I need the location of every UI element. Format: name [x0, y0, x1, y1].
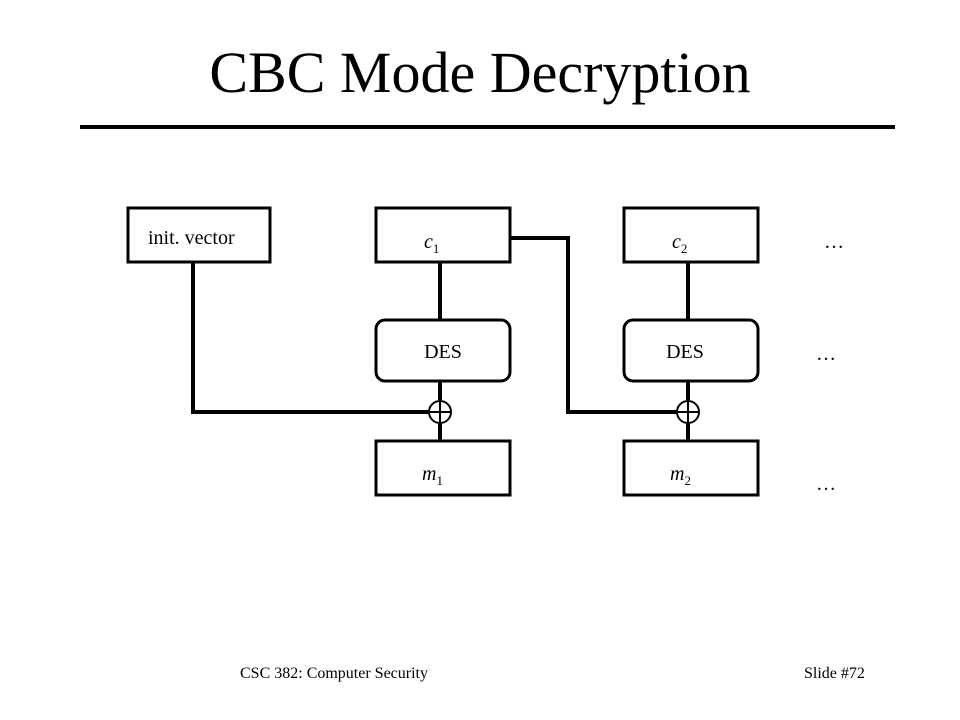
c1-box — [374, 206, 512, 264]
iv-box — [126, 206, 272, 264]
des2-label: DES — [666, 341, 704, 363]
c2-label: c2 — [672, 231, 687, 256]
iv-label: init. vector — [148, 227, 235, 249]
xor2-icon — [676, 400, 700, 424]
m1-label: m1 — [422, 463, 443, 488]
m2-box — [622, 439, 760, 497]
des1-label: DES — [424, 341, 462, 363]
c2-box — [622, 206, 760, 264]
title-divider — [80, 125, 895, 129]
slide-title: CBC Mode Decryption — [209, 40, 751, 105]
des2-box — [622, 318, 760, 383]
xor1-icon — [428, 400, 452, 424]
footer-course: CSC 382: Computer Security — [240, 665, 428, 682]
ellipsis-middle: … — [816, 343, 836, 365]
m1-box — [374, 439, 512, 497]
des1-box — [374, 318, 512, 383]
iv-to-xor1-line — [191, 262, 428, 414]
ellipsis-top: … — [824, 231, 844, 253]
m2-label: m2 — [670, 463, 691, 488]
c1-label: c1 — [424, 231, 439, 256]
c1-to-xor2-line — [510, 236, 676, 414]
ellipsis-bottom: … — [816, 473, 836, 495]
footer-slide-number: Slide #72 — [804, 665, 865, 682]
